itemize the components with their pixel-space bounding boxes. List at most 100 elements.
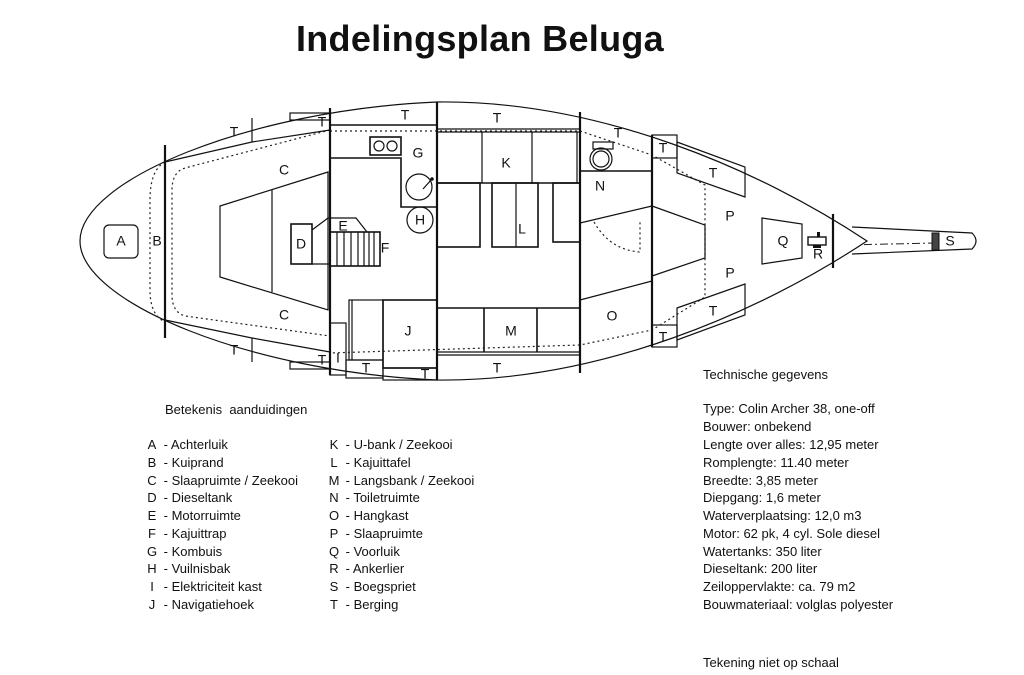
legend-text: - Kajuittafel (345, 455, 411, 470)
forehatch (761, 217, 803, 265)
label-m: M (505, 323, 517, 339)
legend-key: O (328, 508, 340, 523)
label-d: D (296, 236, 306, 252)
legend-item: P - Slaapruimte (326, 525, 423, 543)
legend-item: M - Langsbank / Zeekooi (326, 472, 475, 490)
label-t: T (659, 140, 668, 156)
legend-text: - Boegspriet (345, 579, 416, 594)
legend-item: E - Motorruimte (144, 507, 241, 525)
storage-box (382, 367, 438, 381)
legend-key: C (147, 473, 157, 488)
legend-item: R - Ankerlier (326, 560, 404, 578)
legend-text: - Voorluik (345, 544, 400, 559)
cockpit-dotted-outline (149, 161, 166, 323)
inner-dotted-line (171, 129, 331, 337)
label-k: K (501, 155, 511, 171)
legend-text: - Achterluik (163, 437, 228, 452)
companionway-stairs (329, 231, 381, 267)
settee (436, 182, 481, 248)
label-b: B (152, 233, 161, 249)
long-bench (437, 307, 580, 352)
tech-row: Diepgang: 1,6 meter (703, 490, 821, 505)
label-t: T (659, 329, 668, 345)
legend-text: - Dieseltank (163, 490, 233, 505)
tech-row: Romplengte: 11.40 meter (703, 455, 849, 470)
legend-text: - Slaapruimte (345, 526, 423, 541)
legend-key: L (330, 455, 338, 470)
trash-bin-icon (406, 206, 434, 234)
legend-text: - Ankerlier (345, 561, 405, 576)
legend-key: T (330, 597, 338, 612)
saloon-top-rail (437, 128, 580, 133)
legend-item: D - Dieseltank (144, 489, 232, 507)
legend-item: L - Kajuittafel (326, 454, 411, 472)
tech-row: Lengte over alles: 12,95 meter (703, 437, 879, 452)
aft-hatch (103, 224, 139, 259)
label-g: G (413, 145, 424, 161)
legend-item: F - Kajuittrap (144, 525, 226, 543)
stern-storage-bottom (164, 319, 331, 362)
cockpit-well (219, 171, 329, 311)
electrical-cabinet (329, 322, 347, 376)
tech-row: Type: Colin Archer 38, one-off (703, 401, 875, 416)
hull-outline (79, 101, 869, 381)
label-n: N (595, 178, 605, 194)
label-t: T (709, 303, 718, 319)
legend-text: - Vuilnisbak (163, 561, 231, 576)
legend-item: S - Boegspriet (326, 578, 416, 596)
label-p: P (725, 208, 734, 224)
label-c: C (279, 162, 289, 178)
u-bank-dividers (481, 132, 578, 183)
label-c: C (279, 307, 289, 323)
stove-icon (369, 136, 402, 156)
tech-row: Watertanks: 350 liter (703, 544, 822, 559)
engine-room (311, 217, 368, 265)
tech-row: Breedte: 3,85 meter (703, 473, 818, 488)
bowsprit (851, 226, 977, 255)
storage-box (676, 141, 746, 198)
legend-text: - Toiletruimte (345, 490, 420, 505)
bowsprit-fitting (931, 232, 940, 251)
legend-key: K (329, 437, 339, 452)
label-t: T (493, 360, 502, 376)
saloon-bottom-rail (437, 351, 580, 356)
toilet-icon (589, 141, 614, 171)
legend-item: K - U-bank / Zeekooi (326, 436, 453, 454)
label-t: T (318, 114, 327, 130)
stern-storage-top (164, 118, 331, 163)
legend-text: - Navigatiehoek (163, 597, 254, 612)
legend-key: S (329, 579, 339, 594)
storage-box (676, 283, 746, 341)
legend-key: E (147, 508, 157, 523)
legend-key: D (147, 490, 157, 505)
legend-item: B - Kuiprand (144, 454, 224, 472)
storage-box (289, 112, 331, 121)
legend-text: - Slaapruimte / Zeekooi (163, 473, 299, 488)
tech-row: Dieseltank: 200 liter (703, 561, 818, 576)
label-t: T (401, 107, 410, 123)
legend-text: - Langsbank / Zeekooi (345, 473, 475, 488)
legend-item: Q - Voorluik (326, 543, 400, 561)
legend-key: N (329, 490, 339, 505)
label-t: T (614, 125, 623, 141)
label-t: T (230, 124, 239, 140)
label-t: T (362, 360, 371, 376)
legend-key: Q (328, 544, 340, 559)
legend-text: - Hangkast (345, 508, 409, 523)
legend-key: R (329, 561, 339, 576)
label-l: L (518, 221, 526, 237)
tech-row: Zeiloppervlakte: ca. 79 m2 (703, 579, 856, 594)
label-r: R (813, 246, 823, 262)
legend-key: H (147, 561, 157, 576)
settee-right (552, 182, 581, 243)
legend-item: I - Elektriciteit kast (144, 578, 262, 596)
legend-item: T - Berging (326, 596, 398, 614)
label-f: F (381, 240, 390, 256)
legend-text: - Kuiprand (163, 455, 224, 470)
hanging-locker-lines (579, 205, 653, 301)
tech-row: Motor: 62 pk, 4 cyl. Sole diesel (703, 526, 881, 541)
label-s: S (945, 233, 954, 249)
scale-note: Tekening niet op schaal (703, 655, 839, 670)
legend-key: B (147, 455, 157, 470)
